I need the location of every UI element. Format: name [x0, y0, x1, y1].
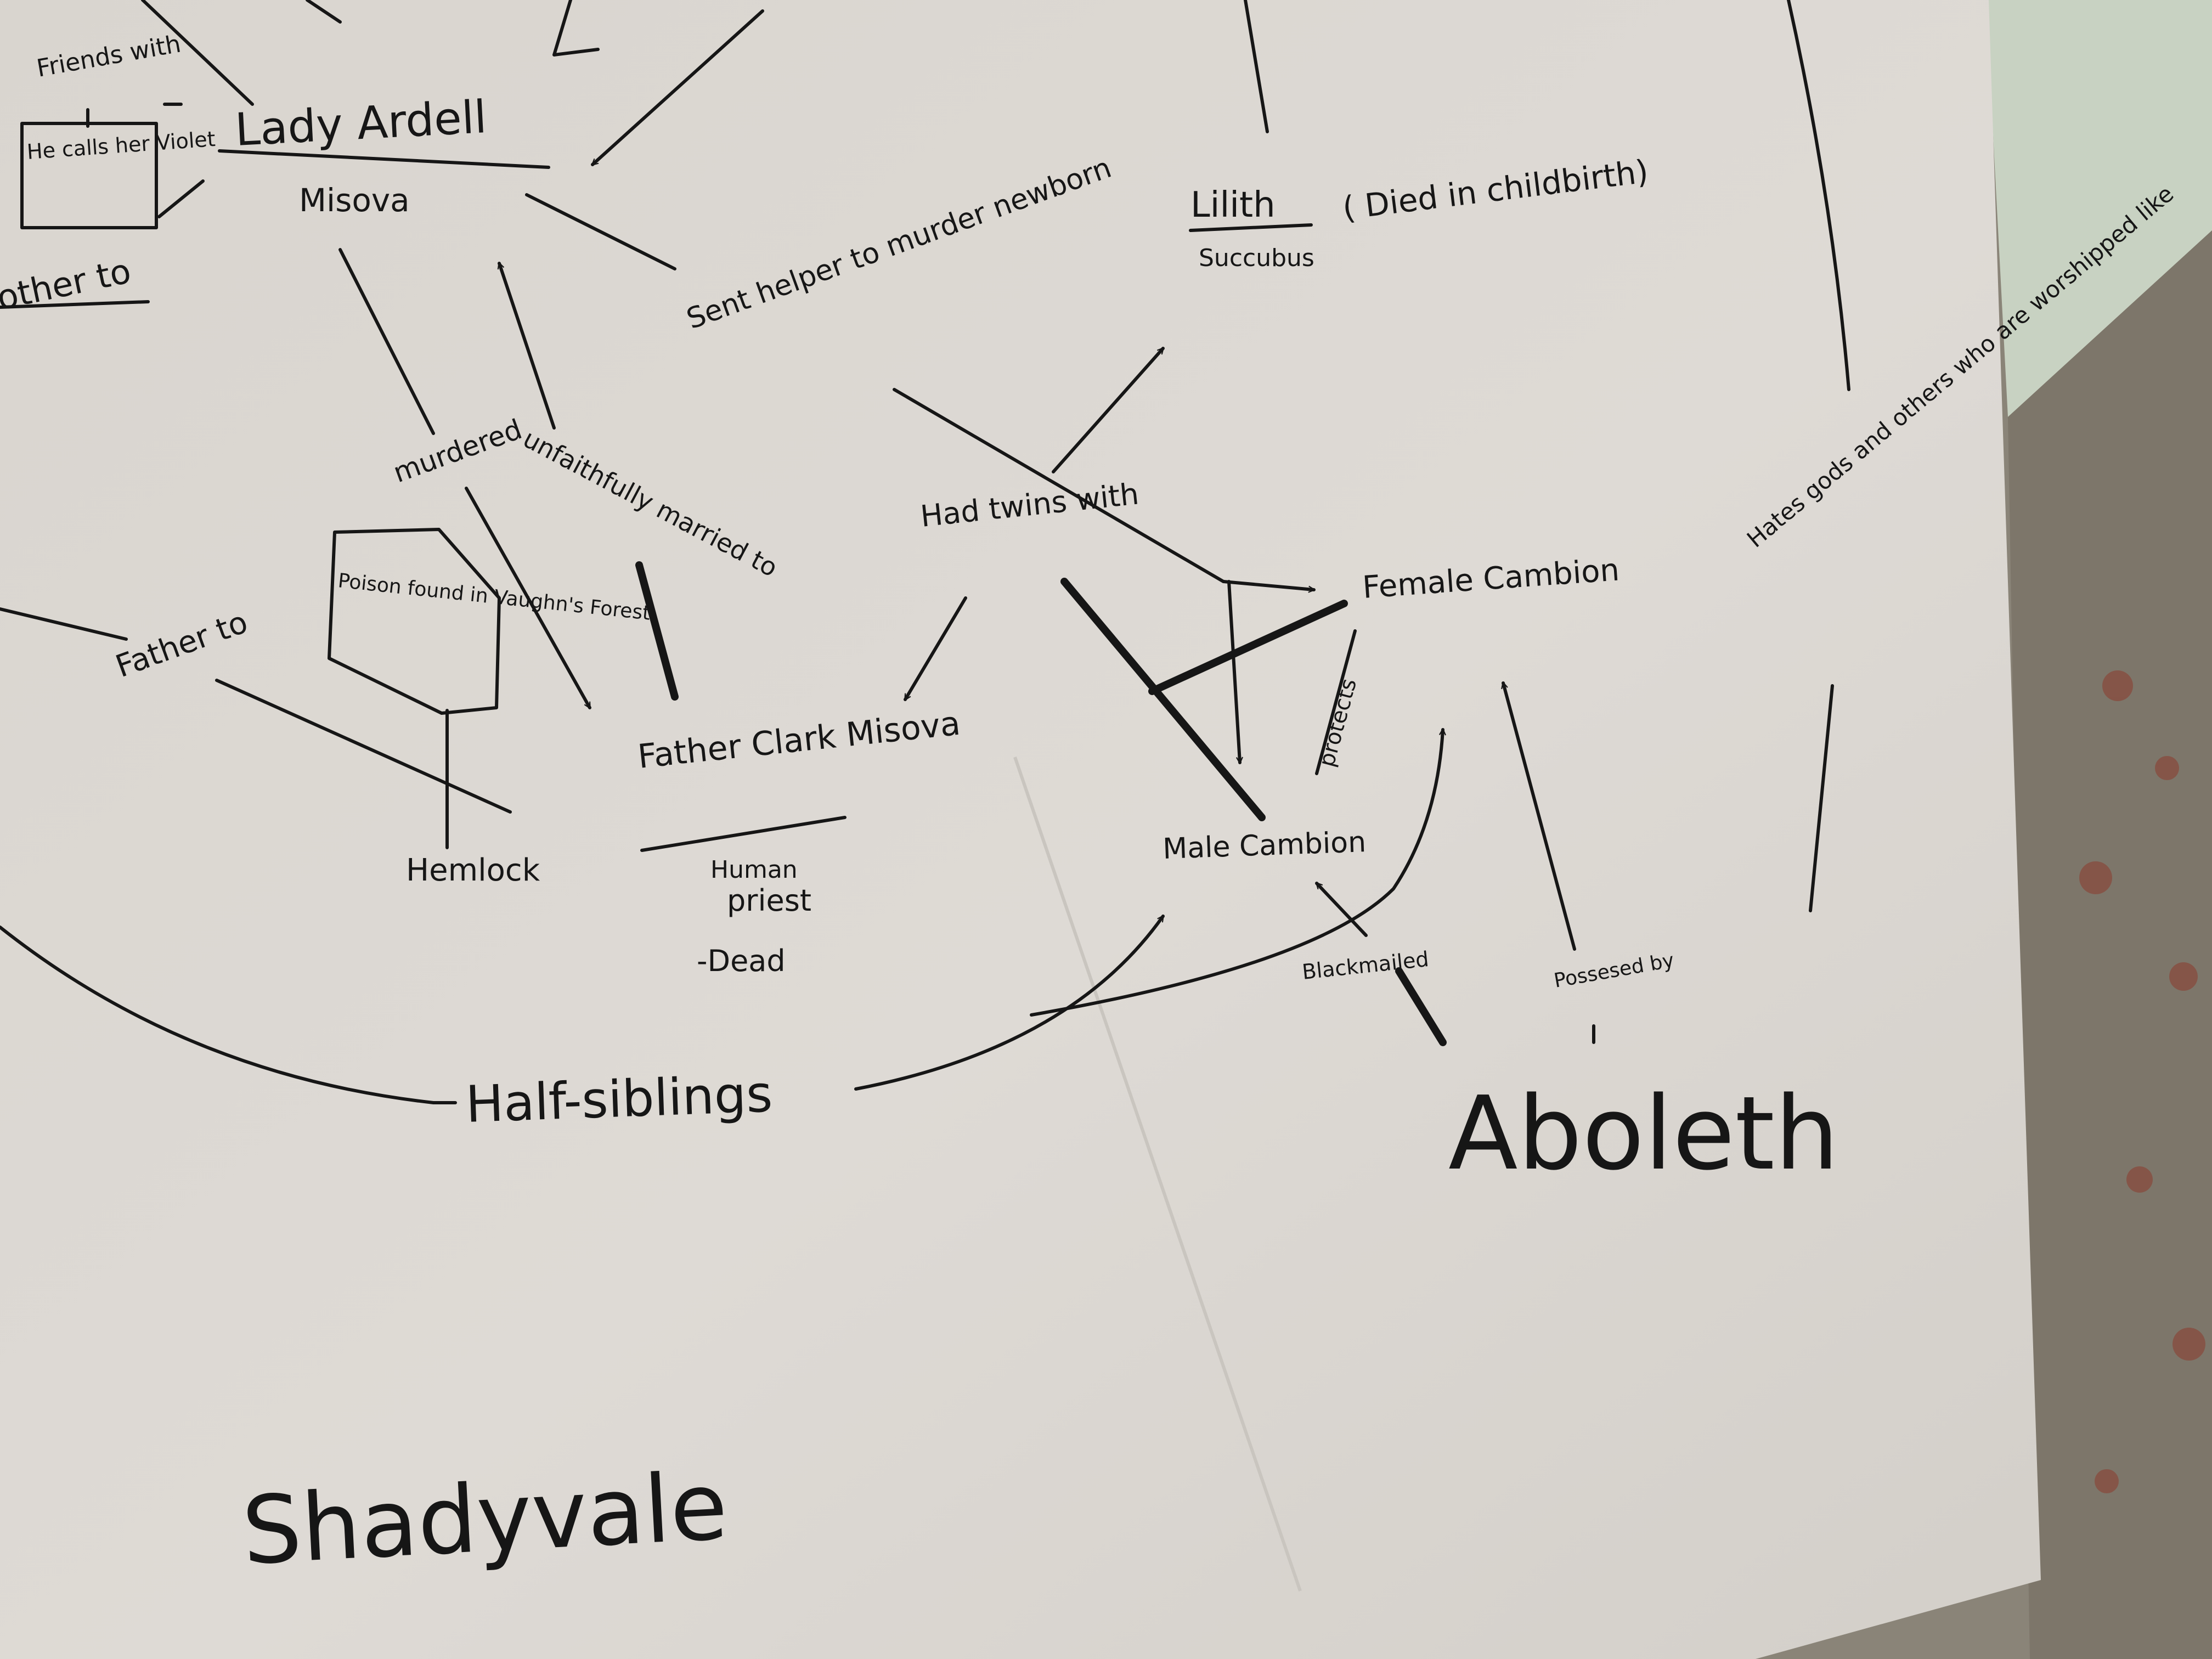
paper-sheet	[0, 0, 2041, 1659]
other-to-underline	[0, 300, 150, 309]
edge-clark-to-ardell	[499, 263, 556, 430]
edge-top-left	[141, 0, 254, 106]
note-to-ardell	[157, 179, 205, 218]
edge-possessed	[1503, 683, 1576, 951]
edge-left-to-father	[0, 607, 128, 641]
edge-sent-to-female-head	[1222, 580, 1314, 590]
violet-note-box	[20, 122, 158, 229]
edge-half-siblings-male	[854, 916, 1165, 1091]
edge-sent-to-female	[893, 388, 1225, 583]
carpet-pattern	[2008, 230, 2212, 1659]
edge-twins-to-clark	[904, 596, 967, 699]
edge-top-arrow	[552, 0, 600, 57]
lilith-name: Lilith	[1190, 185, 1276, 225]
edge-right-top	[1787, 0, 1850, 391]
male-cambion-label: Male Cambion	[1162, 826, 1367, 866]
edge-twins-mark	[635, 561, 679, 701]
edge-blackmailed-mark	[1395, 967, 1447, 1046]
edge-right-bottom	[1809, 684, 1834, 912]
father-clark-race: Human	[710, 856, 798, 884]
clark-underline	[640, 816, 847, 852]
carpet-marks	[2079, 670, 2205, 1493]
poison-note-box	[328, 528, 501, 715]
ardell-underline	[218, 149, 550, 169]
father-clark-status: -Dead	[697, 944, 786, 978]
half-siblings-label: Half-siblings	[465, 1065, 774, 1134]
edge-to-male	[1227, 580, 1240, 763]
edge-father-to-hemlock	[215, 679, 512, 814]
aboleth-label: Aboleth	[1448, 1074, 1839, 1193]
edge-twins-to-lilith	[1052, 347, 1165, 473]
edge-blackmailed	[1315, 882, 1368, 937]
edge-top-to-lilith	[1244, 0, 1269, 133]
lady-ardell-surname: Misova	[299, 182, 410, 219]
paper-fold	[1013, 757, 1302, 1592]
edge-ardell-sent	[525, 193, 676, 270]
lilith-underline	[1189, 223, 1313, 232]
edge-twins-to-male	[1060, 578, 1266, 821]
edge-twins-to-female	[1148, 600, 1348, 695]
edge-protects	[1315, 629, 1357, 775]
edge-half-siblings-female	[1030, 730, 1443, 1017]
lilith-type: Succubus	[1199, 244, 1314, 272]
edge-top-small	[306, 0, 342, 24]
father-clark-role: priest	[727, 883, 811, 918]
shadyvale-title: Shadyvale	[240, 1452, 730, 1586]
hemlock-label: Hemlock	[406, 853, 540, 888]
edge-ardell-murdered	[338, 248, 435, 435]
wall	[1986, 0, 2212, 417]
edge-murdered-to-clark	[465, 487, 591, 708]
edge-half-siblings-left	[0, 926, 457, 1104]
edge-top-to-ardell	[591, 9, 764, 166]
